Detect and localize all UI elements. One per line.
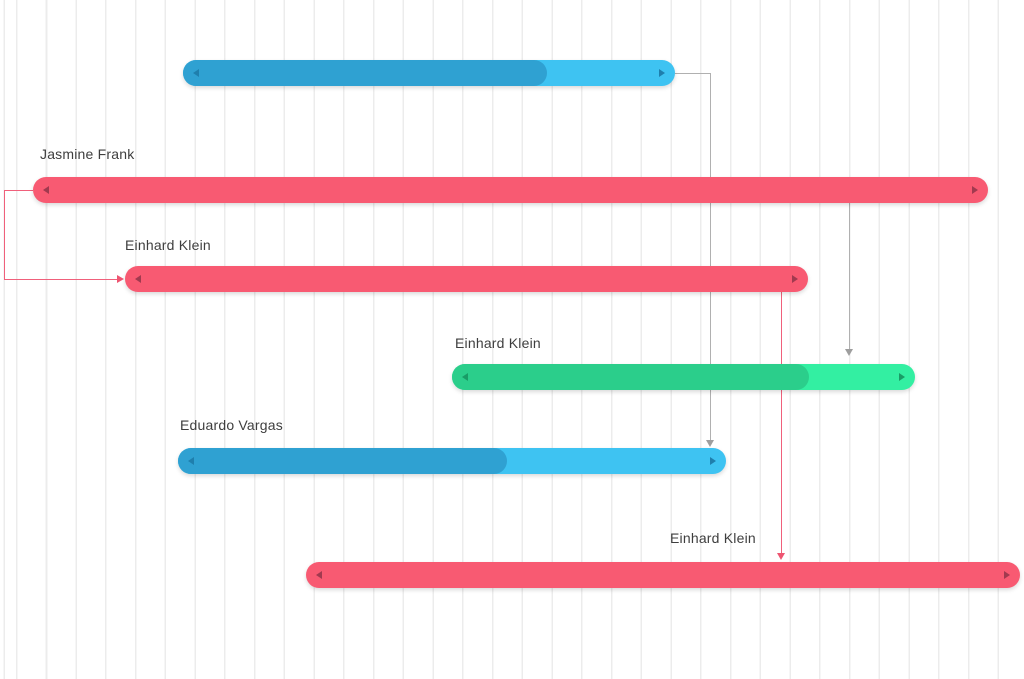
resize-left-icon[interactable] [316,571,322,579]
link-2-segment [710,73,711,440]
link-3-segment [849,203,850,349]
task-label: Einhard Klein [125,237,211,253]
link-4-arrowhead-icon [777,553,785,560]
task-progress-fill [178,448,507,474]
resize-right-icon[interactable] [792,275,798,283]
resize-left-icon[interactable] [193,69,199,77]
resize-right-icon[interactable] [659,69,665,77]
task-label: Einhard Klein [455,335,541,351]
task-bar[interactable] [306,562,1020,588]
link-2-segment [675,73,710,74]
task-bar[interactable] [178,448,726,474]
link-3-arrowhead-icon [845,349,853,356]
resize-left-icon[interactable] [135,275,141,283]
resize-left-icon[interactable] [188,457,194,465]
resize-right-icon[interactable] [899,373,905,381]
link-2-arrowhead-icon [706,440,714,447]
link-1-segment [4,279,117,280]
resize-left-icon[interactable] [462,373,468,381]
task-bar[interactable] [452,364,915,390]
link-1-segment [4,190,5,279]
task-bar[interactable] [125,266,808,292]
resize-right-icon[interactable] [1004,571,1010,579]
resize-right-icon[interactable] [972,186,978,194]
task-progress-fill [452,364,809,390]
task-progress-fill [183,60,548,86]
task-label: Einhard Klein [670,530,756,546]
link-1-segment [4,190,33,191]
task-label: Eduardo Vargas [180,417,283,433]
task-label: Jasmine Frank [40,146,135,162]
task-bar[interactable] [183,60,675,86]
link-4-segment [781,292,782,553]
task-bar[interactable] [33,177,988,203]
resize-left-icon[interactable] [43,186,49,194]
link-1-arrowhead-icon [117,275,124,283]
resize-right-icon[interactable] [710,457,716,465]
